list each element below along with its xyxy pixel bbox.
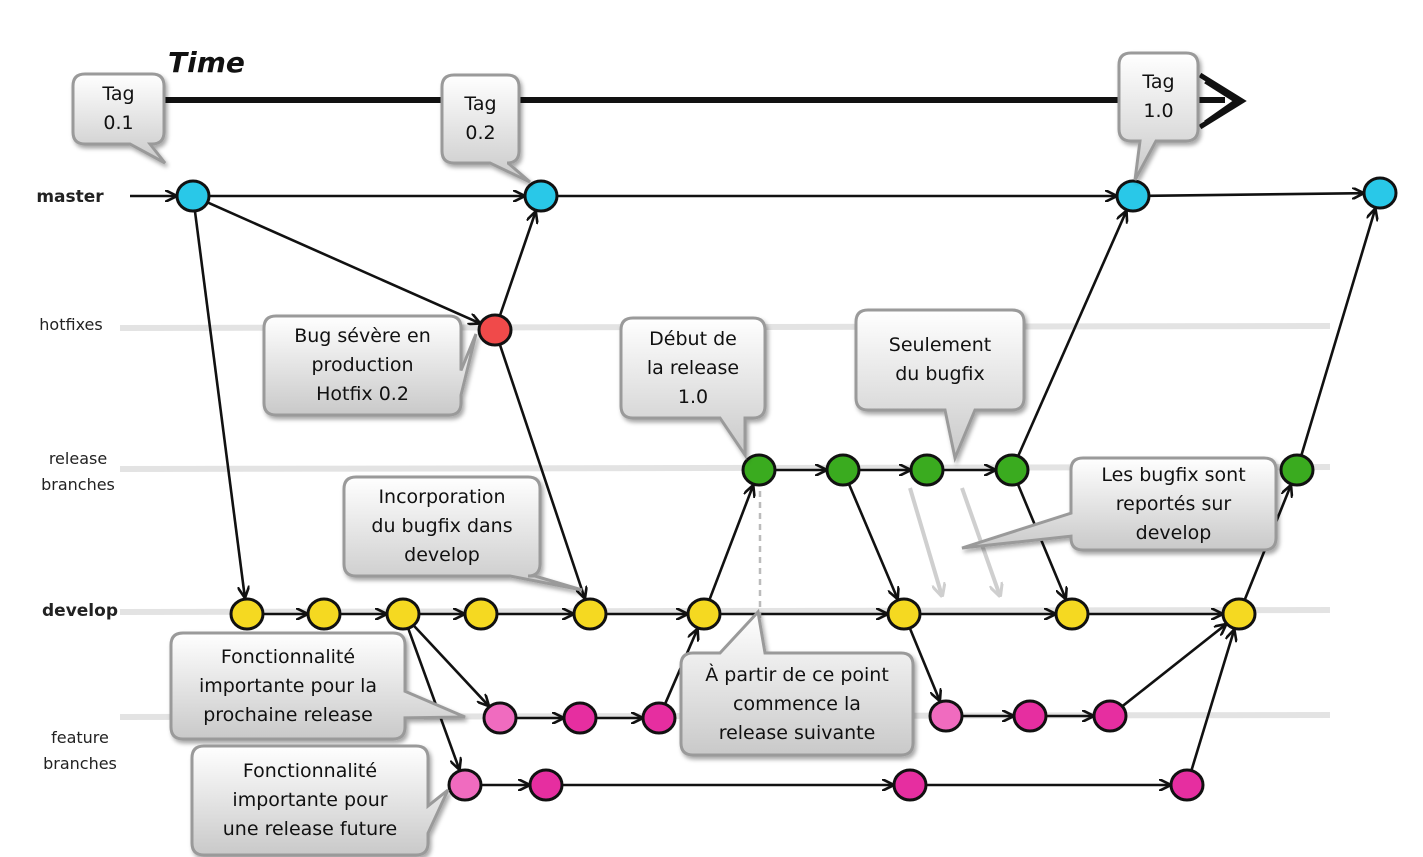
commit-node-d3 <box>385 597 421 631</box>
commit-node-f5 <box>1012 699 1048 733</box>
commit-node-f4 <box>928 699 964 733</box>
commit-node-m2 <box>523 179 559 213</box>
lane-label-develop: develop <box>42 601 118 621</box>
commit-node-r5 <box>1279 453 1315 487</box>
commit-node-d9 <box>1221 597 1257 631</box>
callout-bubble-tag-0-2 <box>440 73 531 184</box>
commit-node-d1 <box>229 597 265 631</box>
callout-feature-next: Fonctionnalité importante pour la procha… <box>198 645 378 726</box>
callout-bubble-bugfix-only <box>854 308 1026 464</box>
commit-node-g2 <box>528 768 564 802</box>
commit-edges <box>130 193 1375 785</box>
commit-node-d6 <box>686 597 722 631</box>
edge-d6-r1 <box>708 486 753 600</box>
callout-bubble-feature-future <box>190 744 450 857</box>
callout-release-start: Début de la release 1.0 <box>646 327 740 408</box>
commit-node-g4 <box>1169 768 1205 802</box>
commit-node-r3 <box>909 453 945 487</box>
commit-node-r4 <box>994 453 1030 487</box>
lane-label-feature-branches: feature branches <box>43 728 117 773</box>
lane-label-hotfixes: hotfixes <box>39 315 103 334</box>
edge-d7-f4 <box>908 628 939 700</box>
callout-bubble-tag-1-0 <box>1117 51 1200 181</box>
lane-label-master: master <box>36 187 104 207</box>
callout-bubble-next-release <box>679 608 915 757</box>
commit-node-g3 <box>892 768 928 802</box>
edge-h1-m2 <box>498 212 535 316</box>
edge-g4-d9 <box>1190 630 1234 771</box>
callout-bugfix-only: Seulement du bugfix <box>888 334 992 385</box>
commit-node-f1 <box>482 701 518 735</box>
callout-hotfix: Bug sévère en production Hotfix 0.2 <box>294 325 431 405</box>
commit-node-r2 <box>825 453 861 487</box>
commit-node-f3 <box>641 701 677 735</box>
edge-f6-d9 <box>1121 625 1226 708</box>
edge-m3-m4 <box>1148 193 1363 196</box>
edge-d3-g1 <box>407 628 459 769</box>
edge-m1-d1 <box>193 211 245 597</box>
callout-next-release: À partir de ce point commence la release… <box>705 663 889 744</box>
edge-d3-f1 <box>412 624 488 706</box>
commit-node-d7 <box>886 597 922 631</box>
callout-bubble-hotfix <box>262 314 478 417</box>
commit-node-m1 <box>175 179 211 213</box>
commit-node-r1 <box>741 453 777 487</box>
commit-node-d4 <box>463 597 499 631</box>
callout-bubble-incorporation <box>342 475 583 592</box>
edge-h1-d5 <box>498 344 585 598</box>
callout-tag-0-1: Tag 0.1 <box>102 83 135 134</box>
time-arrow <box>165 72 1247 130</box>
commit-node-d8 <box>1054 597 1090 631</box>
callout-bubble-tag-0-1 <box>71 72 167 165</box>
callout-tag-1-0: Tag 1.0 <box>1142 71 1175 122</box>
edge-r4-m3 <box>1017 212 1126 456</box>
commit-node-m3 <box>1115 179 1151 213</box>
callout-shapes <box>71 51 1278 857</box>
callout-bugfix-reported: Les bugfix sont reportés sur develop <box>1101 463 1246 544</box>
commit-node-h1 <box>477 313 513 347</box>
callout-bubble-release-start <box>619 316 767 460</box>
edge-m1-h1 <box>207 201 480 323</box>
commit-nodes <box>175 176 1398 802</box>
time-title: Time <box>168 46 245 79</box>
commit-node-m4 <box>1362 176 1398 210</box>
lane-label-release-branches: release branches <box>41 449 115 494</box>
edge-r2-d7 <box>848 484 897 599</box>
commit-node-d2 <box>306 597 342 631</box>
callout-feature-future: Fonctionnalité importante pour une relea… <box>222 760 398 840</box>
callout-bubble-bugfix-reported <box>961 456 1278 552</box>
callout-bubble-feature-next <box>169 631 466 741</box>
callout-tag-0-2: Tag 0.2 <box>464 93 497 144</box>
edge-r5-m4 <box>1300 209 1376 456</box>
commit-node-f6 <box>1092 699 1128 733</box>
commit-node-f2 <box>562 701 598 735</box>
callout-incorporation: Incorporation du bugfix dans develop <box>371 486 513 566</box>
commit-node-g1 <box>447 768 483 802</box>
commit-node-d5 <box>572 597 608 631</box>
edge-r4-d8 <box>1016 484 1065 599</box>
